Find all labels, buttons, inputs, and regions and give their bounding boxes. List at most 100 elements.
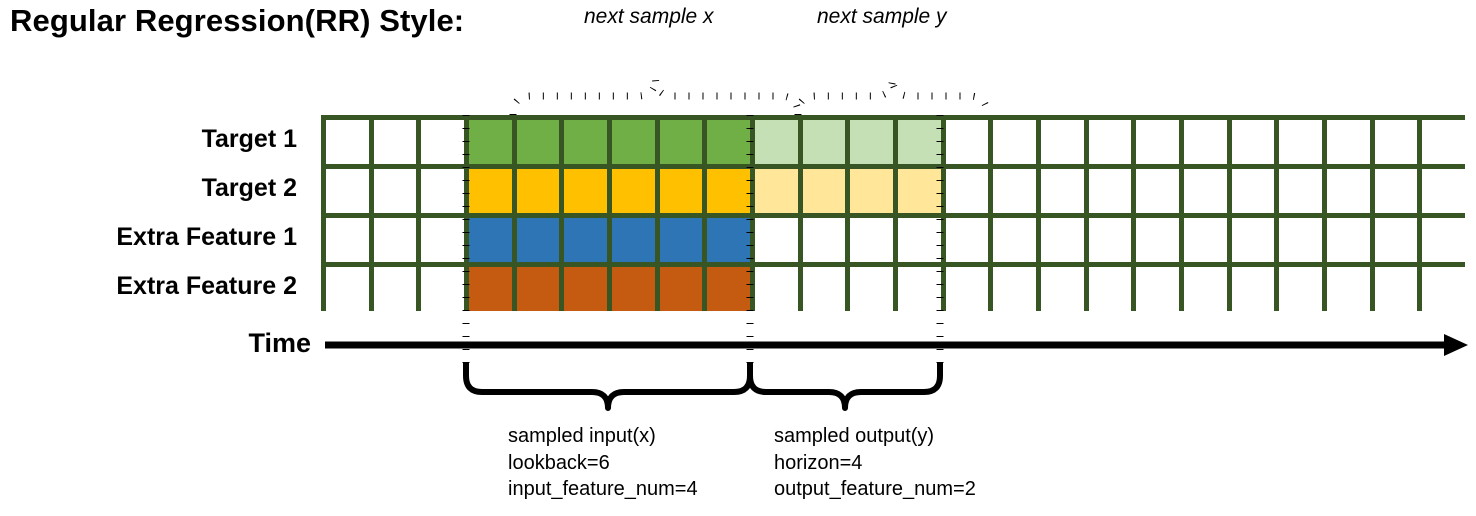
grid-cell[interactable] bbox=[1279, 169, 1322, 213]
grid-cell[interactable] bbox=[1136, 120, 1179, 164]
grid-cell[interactable] bbox=[707, 267, 750, 311]
grid-cell[interactable] bbox=[1374, 218, 1418, 262]
grid-cell[interactable] bbox=[1279, 267, 1322, 311]
grid-cell[interactable] bbox=[1231, 120, 1275, 164]
grid-cell[interactable] bbox=[516, 169, 560, 213]
grid-cell[interactable] bbox=[850, 120, 893, 164]
grid-cell[interactable] bbox=[516, 120, 560, 164]
grid-cell[interactable] bbox=[373, 267, 417, 311]
row-label-3: Extra Feature 1 bbox=[116, 222, 297, 251]
grid-cell[interactable] bbox=[612, 218, 655, 262]
grid-cell[interactable] bbox=[850, 267, 893, 311]
grid-cell[interactable] bbox=[1231, 169, 1275, 213]
grid-cell[interactable] bbox=[612, 267, 655, 311]
grid-cell[interactable] bbox=[707, 218, 750, 262]
grid-cell[interactable] bbox=[945, 120, 989, 164]
grid-cell[interactable] bbox=[1041, 218, 1084, 262]
grid-cell[interactable] bbox=[564, 267, 607, 311]
grid-cell[interactable] bbox=[1136, 169, 1179, 213]
grid-cell[interactable] bbox=[516, 267, 560, 311]
grid-cell[interactable] bbox=[1136, 267, 1179, 311]
grid-cell[interactable] bbox=[564, 218, 607, 262]
grid-cell[interactable] bbox=[945, 267, 989, 311]
grid-cell[interactable] bbox=[1327, 218, 1370, 262]
grid-cell[interactable] bbox=[469, 267, 512, 311]
grid-cell[interactable] bbox=[1231, 218, 1275, 262]
grid-cell[interactable] bbox=[707, 169, 750, 213]
grid-cell[interactable] bbox=[516, 218, 560, 262]
grid-cell[interactable] bbox=[1041, 120, 1084, 164]
grid-cell[interactable] bbox=[945, 218, 989, 262]
grid-cell[interactable] bbox=[421, 120, 464, 164]
grid-cell[interactable] bbox=[1327, 169, 1370, 213]
grid-cell[interactable] bbox=[564, 169, 607, 213]
grid-cell[interactable] bbox=[659, 218, 703, 262]
grid-cell[interactable] bbox=[1041, 169, 1084, 213]
grid-cell[interactable] bbox=[1374, 267, 1418, 311]
grid-cell[interactable] bbox=[659, 169, 703, 213]
grid-cell[interactable] bbox=[1184, 218, 1227, 262]
grid-cell[interactable] bbox=[755, 218, 798, 262]
grid-cell[interactable] bbox=[469, 169, 512, 213]
grid-cell[interactable] bbox=[945, 169, 989, 213]
grid-cell[interactable] bbox=[373, 169, 417, 213]
grid-cell[interactable] bbox=[755, 169, 798, 213]
grid-cell[interactable] bbox=[659, 120, 703, 164]
grid-cell[interactable] bbox=[898, 120, 941, 164]
grid-cell[interactable] bbox=[326, 218, 369, 262]
grid-cell[interactable] bbox=[1088, 120, 1132, 164]
grid-cell[interactable] bbox=[1184, 120, 1227, 164]
grid-cell[interactable] bbox=[1184, 169, 1227, 213]
grid-cell[interactable] bbox=[421, 267, 464, 311]
grid-cell[interactable] bbox=[1279, 120, 1322, 164]
grid-cell[interactable] bbox=[326, 120, 369, 164]
grid-cell[interactable] bbox=[993, 120, 1036, 164]
grid-cell[interactable] bbox=[1422, 169, 1465, 213]
grid-cell[interactable] bbox=[898, 267, 941, 311]
grid-cell[interactable] bbox=[326, 169, 369, 213]
grid-cell[interactable] bbox=[1327, 120, 1370, 164]
grid-cell[interactable] bbox=[802, 218, 846, 262]
grid-cell[interactable] bbox=[1422, 267, 1465, 311]
grid-cell[interactable] bbox=[1088, 169, 1132, 213]
grid-cell[interactable] bbox=[755, 120, 798, 164]
grid-cell[interactable] bbox=[1422, 218, 1465, 262]
grid-cell[interactable] bbox=[564, 120, 607, 164]
grid-cell[interactable] bbox=[1184, 267, 1227, 311]
grid-cell[interactable] bbox=[373, 120, 417, 164]
grid-cell[interactable] bbox=[373, 218, 417, 262]
grid-cell[interactable] bbox=[707, 120, 750, 164]
grid-cell[interactable] bbox=[1327, 267, 1370, 311]
grid-cell[interactable] bbox=[1136, 218, 1179, 262]
grid-cell[interactable] bbox=[659, 267, 703, 311]
grid-cell[interactable] bbox=[1279, 218, 1322, 262]
row-label-1: Target 1 bbox=[201, 124, 297, 153]
grid-cell[interactable] bbox=[898, 218, 941, 262]
grid-cell[interactable] bbox=[755, 267, 798, 311]
grid-cell[interactable] bbox=[1374, 120, 1418, 164]
grid-cell[interactable] bbox=[802, 120, 846, 164]
grid-cell[interactable] bbox=[326, 267, 369, 311]
sampled-input-note: sampled input(x) lookback=6 input_featur… bbox=[508, 425, 698, 501]
grid-cell[interactable] bbox=[469, 120, 512, 164]
grid-cell[interactable] bbox=[993, 169, 1036, 213]
grid-cell[interactable] bbox=[421, 218, 464, 262]
grid-cell[interactable] bbox=[469, 218, 512, 262]
grid-cell[interactable] bbox=[1231, 267, 1275, 311]
grid-cell[interactable] bbox=[421, 169, 464, 213]
grid-cell[interactable] bbox=[993, 267, 1036, 311]
grid-cell[interactable] bbox=[612, 169, 655, 213]
grid-cell[interactable] bbox=[802, 169, 846, 213]
grid-cell[interactable] bbox=[1374, 169, 1418, 213]
grid-cell[interactable] bbox=[1088, 267, 1132, 311]
row-label-4: Extra Feature 2 bbox=[116, 271, 297, 300]
grid-cell[interactable] bbox=[850, 218, 893, 262]
grid-cell[interactable] bbox=[850, 169, 893, 213]
grid-cell[interactable] bbox=[1422, 120, 1465, 164]
grid-cell[interactable] bbox=[898, 169, 941, 213]
grid-cell[interactable] bbox=[612, 120, 655, 164]
grid-cell[interactable] bbox=[802, 267, 846, 311]
grid-cell[interactable] bbox=[1088, 218, 1132, 262]
grid-cell[interactable] bbox=[1041, 267, 1084, 311]
grid-cell[interactable] bbox=[993, 218, 1036, 262]
